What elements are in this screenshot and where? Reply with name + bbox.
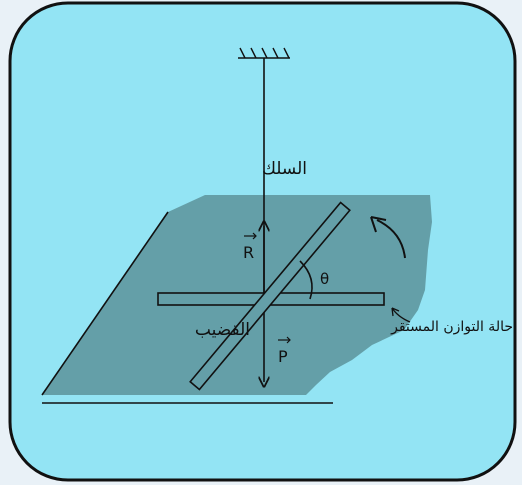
angle-label: θ xyxy=(320,270,329,288)
curved-arrow-icon xyxy=(370,216,406,259)
wire-label: السلك xyxy=(262,159,307,179)
equilibrium-pointer-head xyxy=(391,307,400,317)
stable-equilibrium-label: حالة التوازن المستقر xyxy=(390,319,513,335)
r-vector-tip xyxy=(252,232,257,240)
rotated-rod xyxy=(189,201,351,391)
plane-left-edge xyxy=(41,211,169,396)
p-vector-tip xyxy=(286,336,291,344)
equilibrium-pointer xyxy=(391,307,411,323)
rod-label: القضيب xyxy=(195,320,250,340)
weight-force-label: P xyxy=(278,347,288,366)
angle-arc xyxy=(299,260,313,300)
reaction-force-label: R xyxy=(243,243,254,262)
